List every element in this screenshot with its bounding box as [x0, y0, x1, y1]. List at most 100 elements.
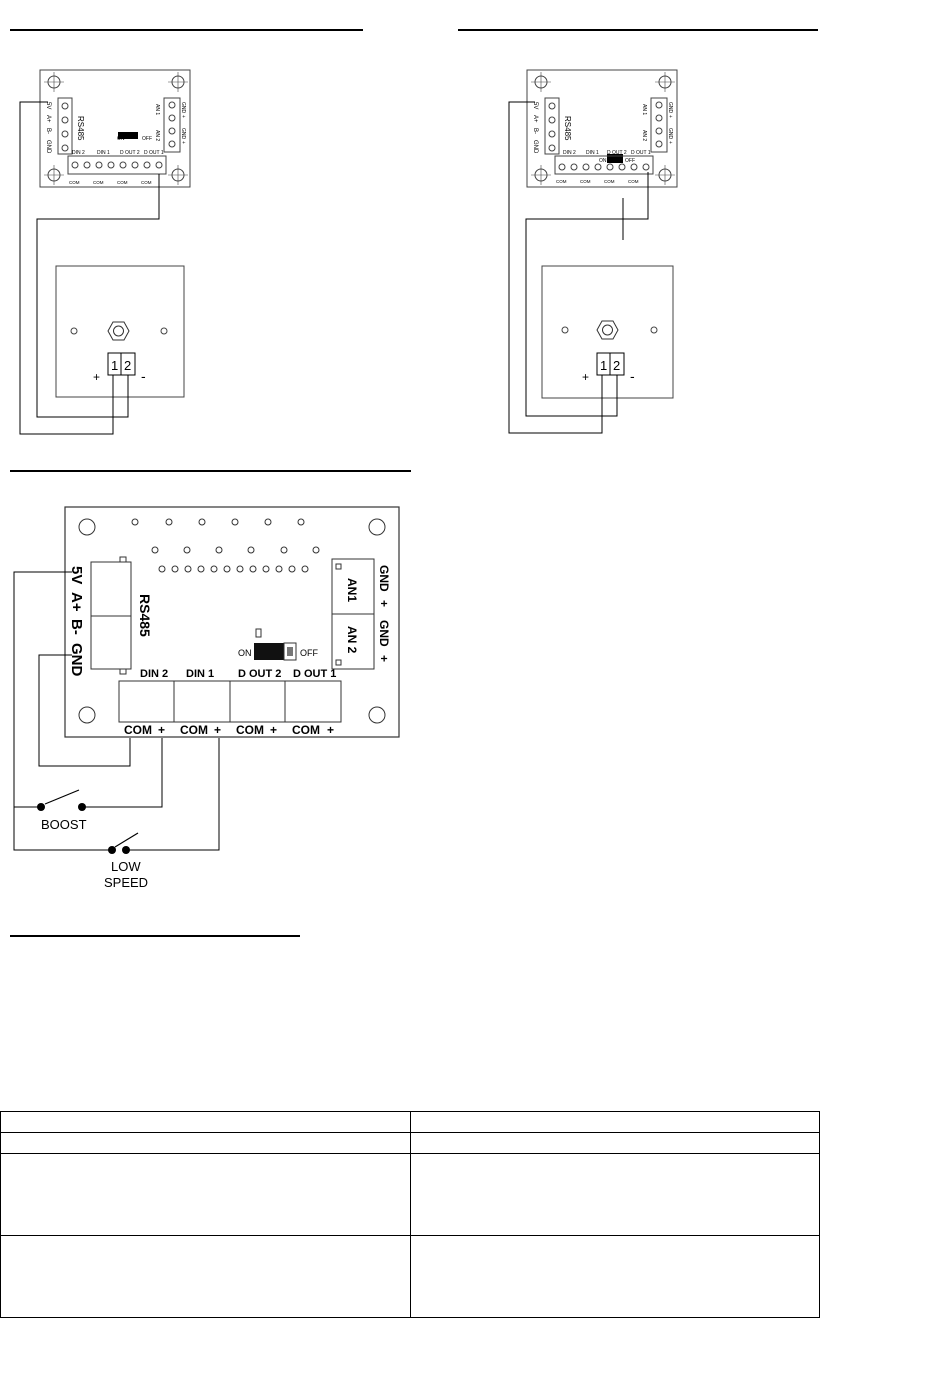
terminal-1-label: 1	[600, 358, 607, 373]
gnd-label: GND	[180, 102, 186, 114]
pin-label-gnd: GND	[45, 140, 51, 154]
dip-switch[interactable]	[118, 132, 138, 139]
dout2-label: D OUT 2	[120, 150, 140, 156]
dout1-label: D OUT 1	[293, 668, 336, 680]
din2-label: DIN 2	[563, 150, 576, 156]
plus-label: +	[377, 600, 391, 607]
table-cell	[409, 1111, 820, 1133]
pin-label-a: A+	[45, 115, 51, 123]
wires-1	[19, 101, 160, 435]
dout2-label: D OUT 2	[607, 150, 627, 156]
table-cell	[409, 1132, 820, 1154]
low-speed-switch[interactable]: LOW SPEED	[104, 832, 148, 890]
minus-sign: -	[141, 368, 146, 384]
terminal-1-label: 1	[111, 358, 118, 373]
mounting-hole	[531, 165, 551, 185]
gnd-label: GND	[667, 102, 673, 114]
rs485-connector	[57, 97, 73, 155]
mounting-hole	[168, 72, 188, 92]
plus-sign: +	[582, 370, 589, 384]
terminal-2-label: 2	[613, 358, 620, 373]
plus-label: +	[327, 723, 334, 737]
table-cell	[0, 1235, 411, 1318]
an2-label: AN 2	[345, 626, 359, 654]
boost-label: BOOST	[41, 817, 87, 832]
an1-label: AN 1	[154, 104, 160, 115]
dip-indicator	[255, 628, 262, 638]
com-label: COM	[180, 723, 208, 737]
controller-board: RS485 5V A+ B- GND AN 1 AN 2 GND + GND +…	[526, 69, 678, 188]
pin-label-gnd: GND	[68, 643, 85, 677]
an2-label: AN 2	[641, 130, 647, 141]
com-label: COM	[93, 180, 104, 185]
dout2-label: D OUT 2	[238, 668, 281, 680]
com-label: COM	[292, 723, 320, 737]
digital-connector	[554, 155, 654, 175]
com-label: COM	[236, 723, 264, 737]
dip-on-label: ON	[238, 648, 252, 658]
mounting-hole	[368, 706, 386, 724]
rs485-label: RS485	[563, 116, 572, 141]
com-label: COM	[628, 179, 639, 184]
solder-pads	[131, 518, 320, 573]
pressure-sensor-2: 1 2 + -	[541, 265, 674, 399]
dip-switch[interactable]	[254, 643, 284, 660]
com-label: COM	[141, 180, 152, 185]
mounting-hole	[168, 165, 188, 185]
plus-label: +	[158, 723, 165, 737]
pin-label-b: B-	[68, 619, 85, 635]
pin-label-gnd: GND	[532, 140, 538, 154]
din2-label: DIN 2	[140, 668, 168, 680]
mounting-hole	[368, 518, 386, 536]
plus-label: +	[180, 115, 186, 118]
table-row	[0, 1111, 820, 1133]
plus-sign: +	[93, 370, 100, 384]
rs485-label: RS485	[76, 116, 85, 141]
controller-board: RS485 5V A+ B- GND AN 1 AN 2 GND + GND +…	[39, 69, 191, 188]
dout1-label: D OUT 1	[144, 150, 164, 156]
pin-label-a: A+	[532, 115, 538, 123]
din1-label: DIN 1	[186, 668, 214, 680]
dip-on-label: ON	[599, 158, 607, 164]
wires-2	[508, 101, 649, 434]
wiring-diagram-1: RS485 5V A+ B- GND AN 1 AN 2 GND + GND +…	[39, 69, 191, 188]
com-label: COM	[117, 180, 128, 185]
pin-label-5v: 5V	[532, 102, 538, 109]
dip-off-label: OFF	[300, 648, 318, 658]
wiring-diagram-2: RS485 5V A+ B- GND AN 1 AN 2 GND + GND +…	[526, 69, 678, 188]
table-row	[0, 1235, 820, 1318]
pin-label-b: B-	[45, 128, 51, 134]
pressure-sensor-1: 1 2 + -	[55, 265, 185, 398]
gnd-label: GND	[377, 565, 391, 592]
table-cell	[0, 1153, 411, 1236]
table-row	[0, 1132, 820, 1154]
terminal-2-label: 2	[124, 358, 131, 373]
dip-switch[interactable]	[607, 154, 623, 163]
plus-label: +	[214, 723, 221, 737]
an2-label: AN 2	[154, 130, 160, 141]
din2-label: DIN 2	[72, 150, 85, 156]
dout1-label: D OUT 1	[631, 150, 651, 156]
mounting-hole	[655, 72, 675, 92]
table-row	[0, 1153, 820, 1236]
mounting-hole	[78, 706, 96, 724]
mounting-hole	[78, 518, 96, 536]
plus-label: +	[667, 141, 673, 144]
com-label: COM	[604, 179, 615, 184]
speed-label: SPEED	[104, 875, 148, 890]
table-cell	[409, 1153, 820, 1236]
rs485-label: RS485	[137, 594, 153, 637]
com-label: COM	[580, 179, 591, 184]
com-label: COM	[69, 180, 80, 185]
an1-label: AN1	[345, 578, 359, 602]
blank-table	[0, 1111, 820, 1318]
gnd-label: GND	[180, 128, 186, 140]
pin-label-5v: 5V	[45, 102, 51, 109]
com-label: COM	[556, 179, 567, 184]
rs485-connector	[544, 97, 560, 155]
table-cell	[0, 1111, 411, 1133]
din1-label: DIN 1	[586, 150, 599, 156]
an1-label: AN 1	[641, 104, 647, 115]
boost-switch[interactable]: BOOST	[37, 789, 87, 832]
